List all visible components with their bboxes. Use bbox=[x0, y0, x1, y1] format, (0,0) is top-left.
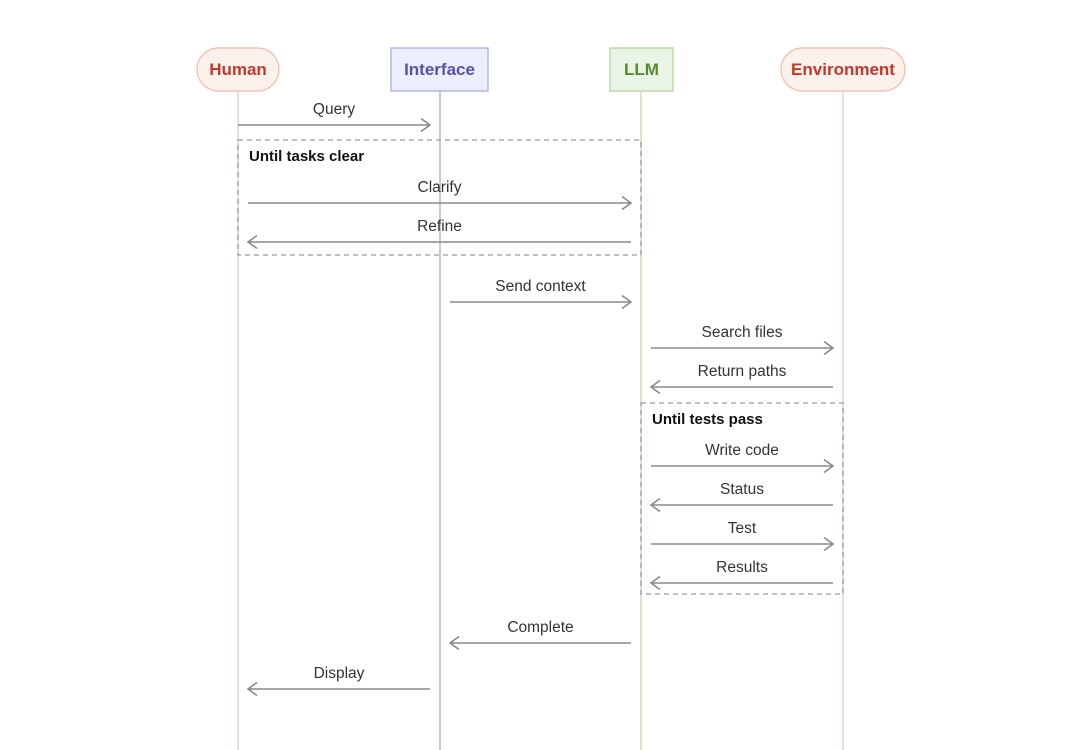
message-arrowhead-left bbox=[448, 635, 460, 651]
message-m11: Complete bbox=[448, 619, 631, 651]
participant-environment[interactable]: Environment bbox=[780, 47, 906, 92]
participant-interface[interactable]: Interface bbox=[390, 47, 489, 92]
loop-label: Until tasks clear bbox=[249, 148, 364, 165]
message-arrowhead-right bbox=[823, 458, 835, 474]
loop-fragment-loop-tests: Until tests pass bbox=[640, 402, 844, 595]
message-m2: Clarify bbox=[248, 179, 633, 211]
message-label: Results bbox=[716, 559, 768, 576]
participant-label-human: Human bbox=[209, 60, 267, 79]
message-m7: Write code bbox=[651, 442, 835, 474]
message-m12: Display bbox=[246, 665, 430, 697]
participant-human[interactable]: Human bbox=[196, 47, 280, 92]
message-label: Send context bbox=[495, 278, 586, 295]
message-label: Query bbox=[313, 101, 355, 118]
participant-label-interface: Interface bbox=[404, 60, 475, 79]
participant-box-environment[interactable] bbox=[780, 47, 906, 92]
message-arrowhead-right bbox=[420, 117, 432, 133]
message-arrowhead-right bbox=[823, 340, 835, 356]
message-m8: Status bbox=[649, 481, 833, 513]
message-m1: Query bbox=[238, 101, 432, 133]
participant-box-human[interactable] bbox=[196, 47, 280, 92]
message-m3: Refine bbox=[246, 218, 631, 250]
message-label: Complete bbox=[507, 619, 573, 636]
message-arrowhead-right bbox=[621, 195, 633, 211]
loop-box-border bbox=[237, 139, 642, 256]
message-label: Status bbox=[720, 481, 764, 498]
participant-box-llm[interactable] bbox=[609, 47, 674, 92]
participants-group: Human Interface LLM Environment bbox=[196, 47, 906, 92]
message-label: Return paths bbox=[698, 363, 787, 380]
message-m5: Search files bbox=[651, 324, 835, 356]
loop-label: Until tests pass bbox=[652, 411, 763, 428]
message-label: Search files bbox=[702, 324, 783, 341]
message-arrowhead-left bbox=[246, 234, 258, 250]
loop-box-border bbox=[640, 402, 844, 595]
loop-fragment-loop-tasks: Until tasks clear bbox=[237, 139, 642, 256]
message-arrowhead-left bbox=[649, 497, 661, 513]
message-m4: Send context bbox=[450, 278, 633, 310]
message-arrowhead-right bbox=[823, 536, 835, 552]
message-m10: Results bbox=[649, 559, 833, 591]
message-m9: Test bbox=[651, 520, 835, 552]
message-label: Write code bbox=[705, 442, 779, 459]
participant-llm[interactable]: LLM bbox=[609, 47, 674, 92]
message-arrowhead-left bbox=[246, 681, 258, 697]
participant-label-llm: LLM bbox=[624, 60, 659, 79]
message-label: Display bbox=[314, 665, 365, 682]
message-m6: Return paths bbox=[649, 363, 833, 395]
message-arrowhead-left bbox=[649, 379, 661, 395]
message-arrowhead-left bbox=[649, 575, 661, 591]
participant-label-environment: Environment bbox=[791, 60, 895, 79]
participant-box-interface[interactable] bbox=[390, 47, 489, 92]
message-label: Test bbox=[728, 520, 757, 537]
message-label: Clarify bbox=[418, 179, 462, 196]
message-arrowhead-right bbox=[621, 294, 633, 310]
message-label: Refine bbox=[417, 218, 462, 235]
